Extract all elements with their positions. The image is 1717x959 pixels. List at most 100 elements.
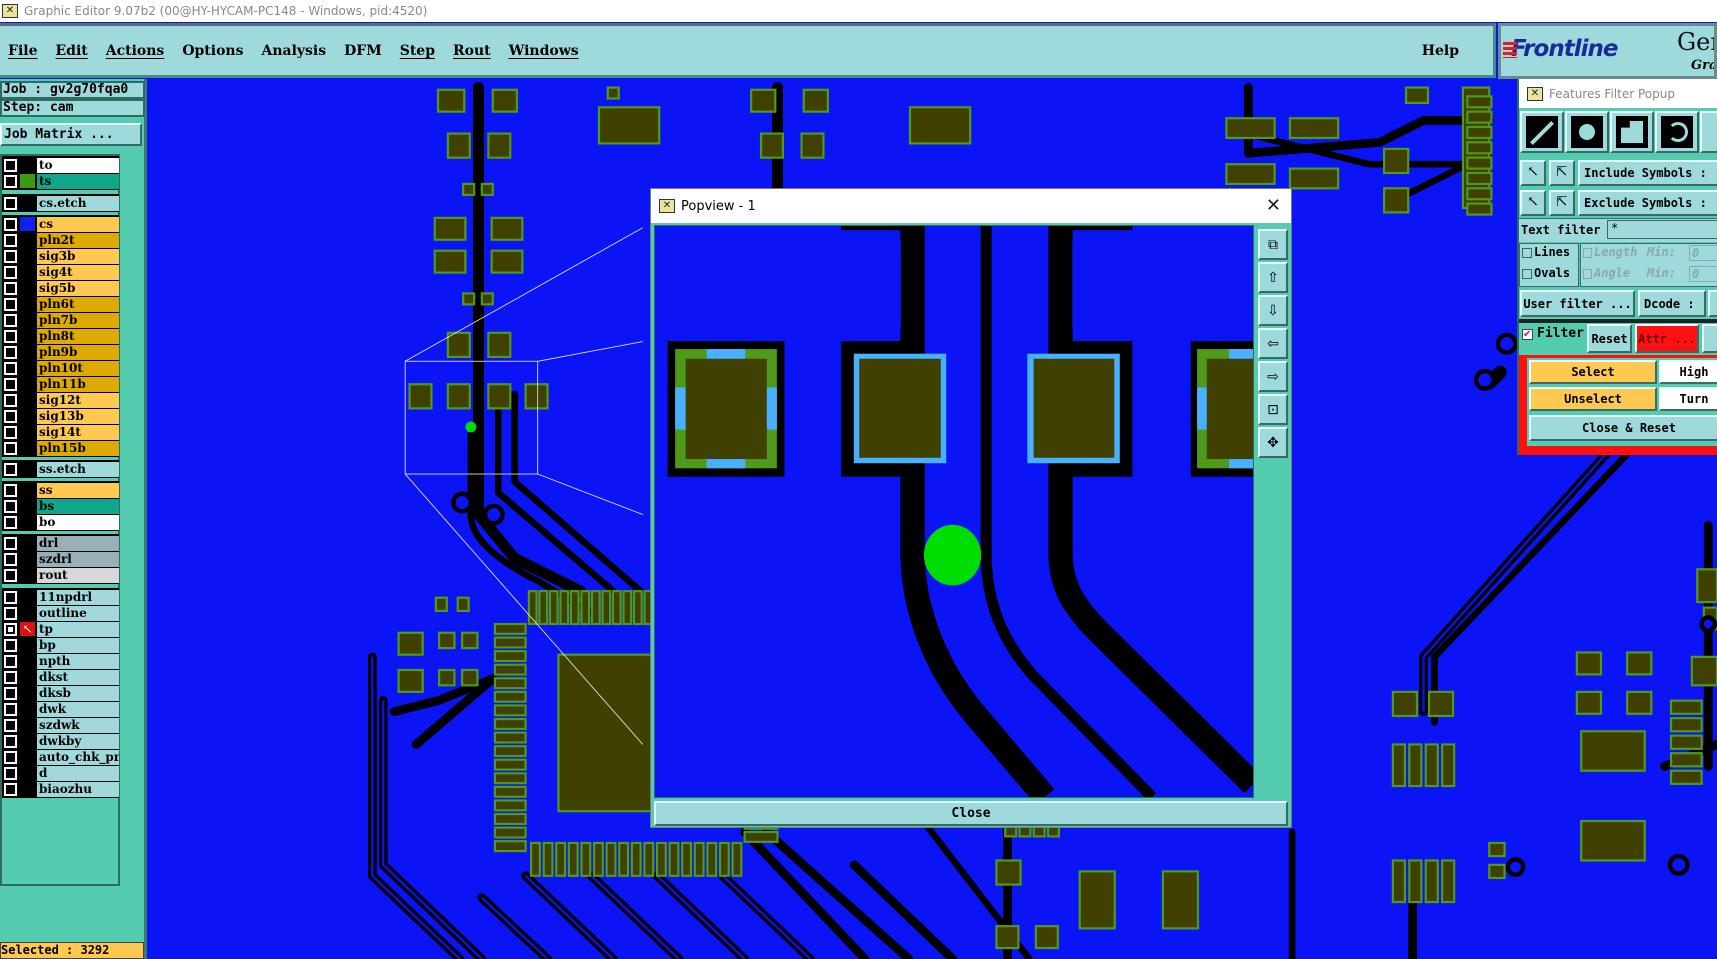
more-button[interactable]: [1708, 290, 1717, 317]
angle-checkbox[interactable]: [1583, 269, 1592, 279]
exclude-arrow-plus-icon[interactable]: ⇱: [1549, 190, 1575, 216]
layer-name[interactable]: dksb: [37, 685, 119, 701]
layer-color-swatch[interactable]: [20, 196, 35, 210]
pad-feature-button[interactable]: [1565, 111, 1609, 153]
layer-row[interactable]: bo: [2, 514, 119, 530]
layer-checkbox[interactable]: [4, 568, 17, 582]
menu-options[interactable]: Options: [182, 42, 244, 59]
layer-checkbox[interactable]: [4, 409, 17, 423]
layer-name[interactable]: pln6t: [37, 296, 119, 312]
layer-row[interactable]: ts: [2, 173, 119, 189]
layer-checkbox[interactable]: [4, 281, 17, 295]
work-layer-arrow-icon[interactable]: ↖: [20, 622, 35, 636]
layer-checkbox[interactable]: [4, 313, 17, 327]
layer-row[interactable]: 11npdrl: [2, 589, 119, 605]
menu-rout[interactable]: Rout: [453, 42, 491, 59]
layer-color-swatch[interactable]: [20, 483, 35, 497]
layer-color-swatch[interactable]: [20, 462, 35, 476]
layer-row[interactable]: biaozhu: [2, 781, 119, 797]
layer-name[interactable]: bo: [37, 514, 119, 530]
layer-row[interactable]: dksb: [2, 685, 119, 701]
layer-row[interactable]: cs: [2, 216, 119, 232]
layer-name[interactable]: szdwk: [37, 717, 119, 733]
layer-color-swatch[interactable]: [20, 174, 35, 188]
zoom-window-icon[interactable]: ⧉: [1258, 229, 1288, 260]
layer-checkbox[interactable]: [4, 702, 17, 716]
menu-actions[interactable]: Actions: [105, 42, 165, 59]
layer-name[interactable]: d: [37, 765, 119, 781]
length-checkbox[interactable]: [1583, 248, 1592, 258]
layer-checkbox[interactable]: [4, 361, 17, 375]
layer-row[interactable]: pln15b: [2, 440, 119, 456]
layer-name[interactable]: 11npdrl: [37, 589, 119, 605]
layer-name[interactable]: ts: [37, 173, 119, 189]
layer-name[interactable]: outline: [37, 605, 119, 621]
layer-color-swatch[interactable]: [20, 782, 35, 796]
layer-color-swatch[interactable]: [20, 606, 35, 620]
layer-color-swatch[interactable]: [20, 654, 35, 668]
close-icon[interactable]: ✕: [1265, 195, 1281, 216]
layer-color-swatch[interactable]: [20, 377, 35, 391]
menu-windows[interactable]: Windows: [508, 42, 579, 59]
layer-checkbox[interactable]: [4, 425, 17, 439]
layer-color-swatch[interactable]: [20, 297, 35, 311]
layer-name[interactable]: auto_chk_pnl: [37, 749, 119, 765]
layer-row[interactable]: sig5b: [2, 280, 119, 296]
menu-analysis[interactable]: Analysis: [261, 42, 327, 59]
layer-name[interactable]: dwkby: [37, 733, 119, 749]
layer-name[interactable]: tp: [37, 621, 119, 637]
layer-checkbox[interactable]: [4, 249, 17, 263]
layer-name[interactable]: ss: [37, 482, 119, 498]
layer-row[interactable]: szdwk: [2, 717, 119, 733]
layer-row[interactable]: ss: [2, 482, 119, 498]
layer-color-swatch[interactable]: [20, 409, 35, 423]
layer-checkbox[interactable]: [4, 686, 17, 700]
layer-row[interactable]: szdrl: [2, 551, 119, 567]
layer-checkbox[interactable]: [4, 217, 17, 231]
popview-canvas[interactable]: [654, 225, 1254, 798]
layer-row[interactable]: sig13b: [2, 408, 119, 424]
ovals-checkbox[interactable]: [1522, 269, 1532, 279]
layer-color-swatch[interactable]: [20, 734, 35, 748]
line-feature-button[interactable]: [1520, 111, 1564, 153]
include-arrow-plus-icon[interactable]: ⇱: [1549, 160, 1575, 186]
layer-checkbox[interactable]: [4, 590, 17, 604]
layer-row[interactable]: bs: [2, 498, 119, 514]
layer-name[interactable]: bs: [37, 498, 119, 514]
layer-name[interactable]: sig12t: [37, 392, 119, 408]
layer-row[interactable]: npth: [2, 653, 119, 669]
pan-left-icon[interactable]: ⇦: [1258, 328, 1288, 359]
surface-feature-button[interactable]: [1610, 111, 1654, 153]
layer-row[interactable]: auto_chk_pnl: [2, 749, 119, 765]
arc-feature-button[interactable]: [1655, 111, 1699, 153]
layer-row[interactable]: ss.etch: [2, 461, 119, 477]
layer-color-swatch[interactable]: [20, 718, 35, 732]
layer-row[interactable]: dwk: [2, 701, 119, 717]
dcode-button[interactable]: Dcode :: [1638, 290, 1706, 317]
layer-name[interactable]: rout: [37, 567, 119, 583]
layer-checkbox[interactable]: [4, 345, 17, 359]
job-matrix-button[interactable]: Job Matrix ...: [0, 123, 142, 146]
layer-name[interactable]: pln15b: [37, 440, 119, 456]
user-filter-button[interactable]: User filter ...: [1520, 290, 1635, 317]
layer-color-swatch[interactable]: [20, 313, 35, 327]
layer-row[interactable]: pln7b: [2, 312, 119, 328]
layer-name[interactable]: pln8t: [37, 328, 119, 344]
pan-down-icon[interactable]: ⇩: [1258, 295, 1288, 326]
popview-close-button[interactable]: Close: [654, 801, 1288, 826]
layer-name[interactable]: dwk: [37, 701, 119, 717]
layer-row[interactable]: sig4t: [2, 264, 119, 280]
layer-color-swatch[interactable]: [20, 686, 35, 700]
layer-row[interactable]: pln10t: [2, 360, 119, 376]
layer-checkbox[interactable]: [4, 297, 17, 311]
layer-row[interactable]: rout: [2, 567, 119, 583]
layer-color-swatch[interactable]: [20, 515, 35, 529]
pan-up-icon[interactable]: ⇧: [1258, 262, 1288, 293]
pan-right-icon[interactable]: ⇨: [1258, 361, 1288, 392]
reset-button[interactable]: Reset: [1587, 324, 1632, 353]
layer-color-swatch[interactable]: [20, 499, 35, 513]
layer-name[interactable]: pln10t: [37, 360, 119, 376]
lines-checkbox[interactable]: [1522, 248, 1532, 258]
layer-name[interactable]: cs: [37, 216, 119, 232]
layer-checkbox[interactable]: [4, 718, 17, 732]
